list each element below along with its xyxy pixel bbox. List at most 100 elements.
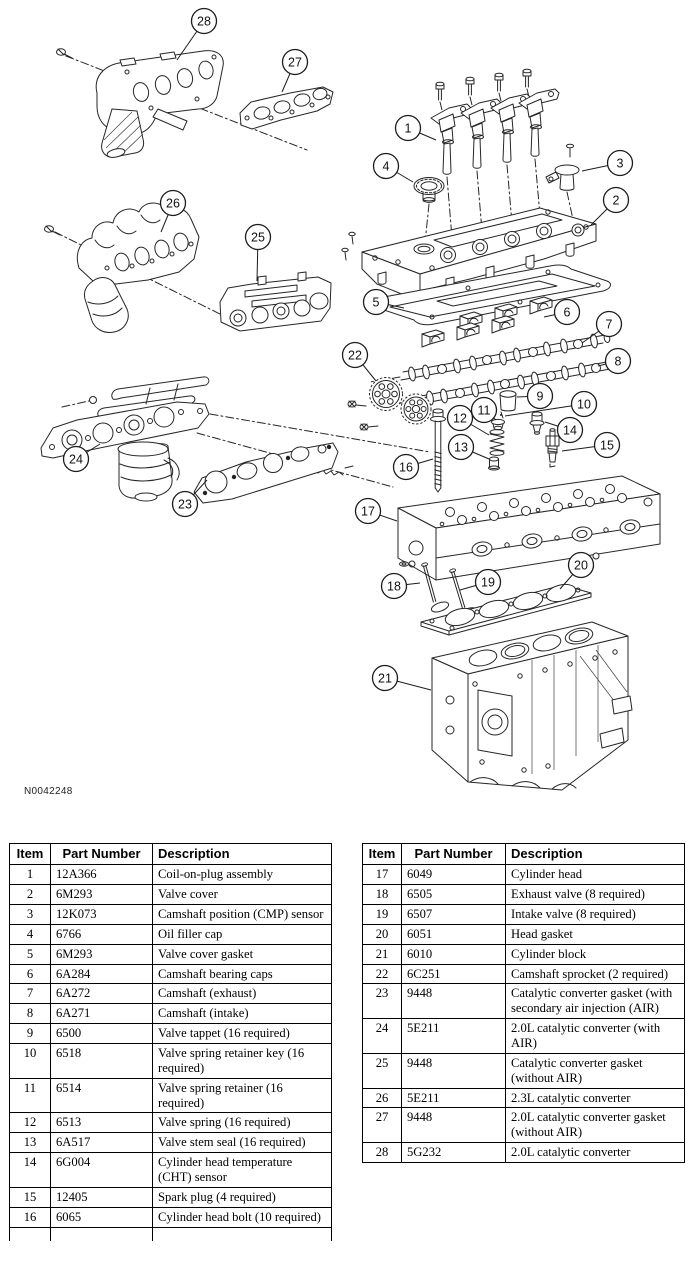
- description-cell: Camshaft position (CMP) sensor: [152, 903, 332, 925]
- valve-spring-retainer-item11: [491, 418, 505, 431]
- part-number-column-header: Part Number: [50, 842, 153, 866]
- cylinder-head-bolt-item16: [430, 408, 446, 493]
- part-number-cell: 5E211: [401, 1087, 506, 1109]
- callout-circle-6: [553, 298, 581, 326]
- part-number-cell: 6500: [50, 1023, 153, 1044]
- item-cell: 9: [9, 1023, 51, 1044]
- description-cell: Coil-on-plug assembly: [152, 864, 332, 886]
- callout-circle-11: [470, 396, 498, 424]
- head-gasket-item20: [420, 583, 592, 636]
- valve-stem-seal-item13: [488, 456, 500, 471]
- callout-number-25: 25: [251, 230, 265, 244]
- callout-number-10: 10: [577, 397, 591, 411]
- callout-number-5: 5: [373, 295, 380, 309]
- item-cell: 22: [362, 963, 402, 985]
- description-cell: Cylinder block: [505, 943, 685, 965]
- item-cell: 5: [9, 943, 51, 965]
- item-cell: 8: [9, 1003, 51, 1025]
- part-number-cell: 6M293: [50, 943, 153, 965]
- description-cell: Cylinder head temperature (CHT) sensor: [152, 1152, 332, 1188]
- description-cell: Valve tappet (16 required): [152, 1023, 332, 1044]
- callout-circle-19: [474, 568, 502, 596]
- part-number-cell: 6065: [50, 1206, 153, 1228]
- item-cell: 6: [9, 963, 51, 985]
- catalytic-converter-gasket-item27: [239, 86, 334, 130]
- callout-circle-9: [526, 382, 554, 410]
- item-cell: 10: [9, 1042, 51, 1079]
- item-cell: 2: [9, 884, 51, 905]
- callout-circle-18: [380, 572, 408, 600]
- part-number-cell: 5E211: [401, 1018, 506, 1054]
- description-cell: Camshaft (exhaust): [152, 983, 332, 1005]
- part-number-cell: 12A366: [50, 864, 153, 886]
- part-number-cell: 6M293: [50, 884, 153, 905]
- part-number-cell: 6518: [50, 1042, 153, 1079]
- description-cell: Exhaust valve (8 required): [505, 884, 685, 905]
- part-number-cell: 6G004: [50, 1152, 153, 1188]
- coil-bolts: [435, 68, 532, 115]
- callout-number-15: 15: [600, 438, 614, 452]
- callout-number-2: 2: [613, 193, 620, 207]
- item-cell: 21: [362, 943, 402, 965]
- callout-circle-3: [606, 149, 634, 177]
- part-number-cell: 6513: [50, 1112, 153, 1134]
- cut-off-row: [9, 1226, 332, 1241]
- callout-number-20: 20: [574, 558, 588, 572]
- callout-circle-28: [190, 7, 218, 35]
- callout-circle-24: [62, 445, 90, 473]
- callout-number-7: 7: [606, 317, 613, 331]
- item-cell: 16: [9, 1206, 51, 1228]
- callout-number-6: 6: [564, 305, 571, 319]
- callout-number-12: 12: [453, 411, 467, 425]
- part-number-cell: 6505: [401, 884, 506, 905]
- camshaft-bearing-caps-item6: [421, 296, 553, 348]
- part-number-cell: 12405: [50, 1186, 153, 1208]
- part-number-cell: 6A272: [50, 983, 153, 1005]
- description-cell: Valve spring (16 required): [152, 1112, 332, 1134]
- part-number-cell: 9448: [401, 1052, 506, 1089]
- item-cell: 25: [362, 1052, 402, 1089]
- item-column-header: Item: [9, 842, 51, 866]
- callout-circle-2: [602, 186, 630, 214]
- part-number-cell: 6507: [401, 903, 506, 925]
- description-cell: Valve stem seal (16 required): [152, 1132, 332, 1154]
- callout-circle-4: [372, 152, 400, 180]
- callout-number-4: 4: [383, 159, 390, 173]
- description-cell: Cylinder head bolt (10 required): [152, 1206, 332, 1228]
- part-number-cell: 5G232: [401, 1142, 506, 1163]
- callout-circle-15: [593, 431, 621, 459]
- item-cell: 14: [9, 1152, 51, 1188]
- item-cell: 26: [362, 1087, 402, 1109]
- part-number-cell: 9448: [401, 1107, 506, 1144]
- engine-diagram-art: 1234567891011121314151617181920212223242…: [40, 7, 661, 791]
- item-cell: 24: [362, 1018, 402, 1054]
- callout-number-24: 24: [69, 452, 83, 466]
- description-column-header: Description: [152, 842, 332, 866]
- callout-number-17: 17: [361, 504, 375, 518]
- callout-number-16: 16: [399, 460, 413, 474]
- description-cell: Oil filler cap: [152, 923, 332, 945]
- catalytic-converter-with-air-item24: [40, 376, 431, 502]
- callout-circle-1: [394, 114, 422, 142]
- part-number-cell: 6A517: [50, 1132, 153, 1154]
- callout-number-22: 22: [348, 348, 362, 362]
- item-cell: 4: [9, 923, 51, 945]
